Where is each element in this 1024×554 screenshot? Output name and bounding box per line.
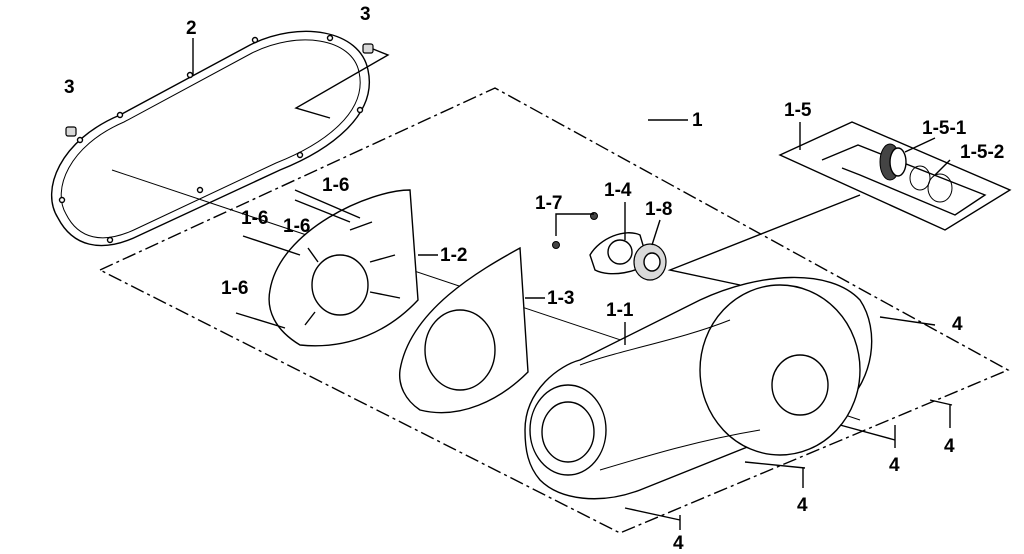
label-1-6-b: 1-6 bbox=[241, 208, 268, 229]
label-1: 1 bbox=[692, 110, 703, 131]
screw-1-6-c bbox=[242, 235, 301, 256]
dowel-pin-leader bbox=[294, 48, 390, 119]
leader-1-7 bbox=[555, 213, 594, 236]
seal-to-cover-leader bbox=[667, 194, 861, 286]
label-1-6-c: 1-6 bbox=[283, 216, 310, 237]
label-1-6-a: 1-6 bbox=[322, 175, 349, 196]
dowel-pin-top bbox=[362, 43, 374, 54]
label-1-5: 1-5 bbox=[784, 100, 812, 121]
crankcase-cover-1-1 bbox=[524, 276, 873, 500]
label-1-1: 1-1 bbox=[606, 300, 634, 321]
screw-1-6-a bbox=[294, 189, 361, 219]
bolt-4-e bbox=[624, 507, 681, 521]
label-1-6-d: 1-6 bbox=[221, 278, 248, 299]
label-1-2: 1-2 bbox=[440, 245, 467, 266]
ring-1-5-2-a bbox=[909, 165, 931, 191]
leader-1-8 bbox=[651, 219, 661, 246]
bearing-1-8 bbox=[633, 243, 667, 281]
bolt-4-d bbox=[744, 461, 806, 469]
label-4-a: 4 bbox=[952, 314, 963, 335]
screw-1-6-b bbox=[294, 199, 351, 223]
bolt-4-b bbox=[929, 399, 953, 406]
seal-1-5-1 bbox=[879, 143, 907, 181]
bolt-1-7-b bbox=[552, 241, 560, 249]
bolt-4-c bbox=[839, 424, 896, 441]
seal-group-inner bbox=[821, 144, 987, 216]
bolt-4-a bbox=[879, 316, 936, 326]
label-4-e: 4 bbox=[673, 533, 684, 554]
label-3-top: 3 bbox=[360, 4, 371, 25]
label-1-7: 1-7 bbox=[535, 193, 562, 214]
label-1-3: 1-3 bbox=[547, 288, 574, 309]
label-4-c: 4 bbox=[889, 455, 900, 476]
plate-1-3 bbox=[398, 246, 529, 414]
label-4-d: 4 bbox=[797, 495, 808, 516]
leader-1-5-2 bbox=[934, 159, 951, 176]
label-4-b: 4 bbox=[944, 436, 955, 457]
label-1-5-1: 1-5-1 bbox=[922, 118, 967, 139]
ring-1-5-2-b bbox=[927, 173, 953, 203]
screw-1-6-d bbox=[235, 312, 286, 329]
seal-group-outline bbox=[778, 121, 1012, 231]
dowel-pin-left bbox=[65, 126, 77, 137]
label-2: 2 bbox=[186, 18, 197, 39]
label-3-left: 3 bbox=[64, 77, 75, 98]
plate-1-2 bbox=[268, 189, 419, 347]
label-1-5-2: 1-5-2 bbox=[960, 142, 1004, 163]
assembly-1-outline bbox=[98, 87, 1010, 534]
label-1-8: 1-8 bbox=[645, 199, 672, 220]
label-1-4: 1-4 bbox=[604, 180, 632, 201]
gasket bbox=[50, 30, 371, 247]
leader-1-5-1 bbox=[904, 137, 936, 153]
